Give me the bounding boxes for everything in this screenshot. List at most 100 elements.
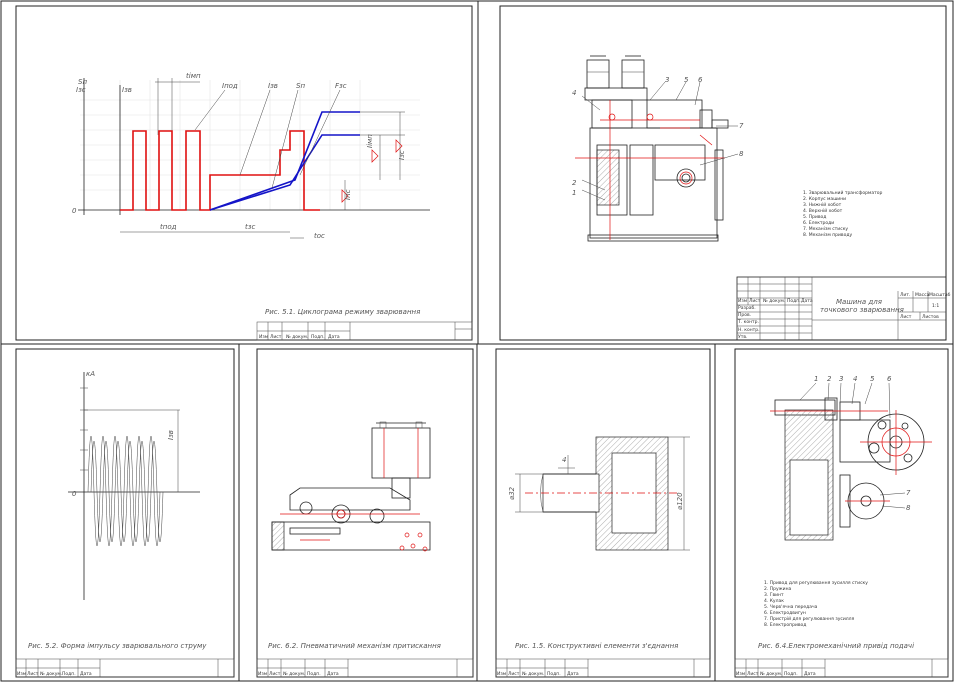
tb-sheets: Листов xyxy=(922,314,939,320)
label-dim-ps: Iпс xyxy=(344,189,352,200)
title-block: Изм Лист № докум. Подп. Дата Разраб. Про… xyxy=(736,276,951,341)
label-timp: tімп xyxy=(186,72,201,80)
label-origin: 0 xyxy=(72,207,77,215)
legend-item: 7. Механізм стиску xyxy=(803,226,848,232)
displacement-curve xyxy=(209,134,360,211)
dim-4: 4 xyxy=(562,456,566,464)
tb-title-2: точкового зварювання xyxy=(820,306,904,314)
pulse-form-diagram: кА 0 Iзв xyxy=(68,370,200,600)
label-sn-curve: Sп xyxy=(296,82,305,90)
drive-legend-item: 5. Черв'ячна передача xyxy=(764,604,818,610)
label-tos: tос xyxy=(314,232,325,240)
callout-6: 6 xyxy=(698,76,703,84)
drive-callout-3: 3 xyxy=(839,375,843,383)
label-izs: Iзс xyxy=(76,86,86,94)
caption-fig-5-1: Рис. 5.1. Циклограма режиму зварювання xyxy=(265,308,420,316)
stamp-col: Подп. xyxy=(307,671,321,677)
label-dim-imp: Iімп xyxy=(366,134,374,148)
pulse-oscillations xyxy=(87,436,164,546)
stamp-col: Дата xyxy=(804,671,816,677)
drive-legend-item: 6. Електродвигун xyxy=(764,610,806,616)
caption-fig-5-2: Рис. 5.2. Форма імпульсу зварювального с… xyxy=(28,642,207,650)
drive-callout-2: 2 xyxy=(827,375,832,383)
cyclogram-diagram: Sп Iзс Iзв 0 tімп Iпод Iзв Sп Fзс tпод t… xyxy=(72,72,430,240)
label-dim-zc: Iзс xyxy=(398,150,406,160)
stamp-col: Подп. xyxy=(784,671,798,677)
stamp-col: Лист xyxy=(747,671,759,677)
caption-fig-1-5: Рис. 1.5. Конструктивні елементи з'єднан… xyxy=(515,642,678,650)
drive-callout-7: 7 xyxy=(906,489,911,497)
electromechanical-drive-drawing: 1 2 3 4 5 6 7 8 xyxy=(770,375,932,541)
drive-legend-item: 1. Привод для регулювання зусилля стиску xyxy=(764,580,868,586)
tb-role: Пров. xyxy=(738,312,751,318)
tb-role: Н. контр. xyxy=(738,327,760,333)
stamp-col: Подп. xyxy=(62,671,76,677)
dim-d32: ⌀32 xyxy=(508,486,516,500)
tb-col: Лист xyxy=(749,298,761,304)
tb-scale-value: 1:1 xyxy=(932,303,939,309)
tb-lit: Лит. xyxy=(900,292,910,298)
tb-mass: Масса xyxy=(915,292,930,298)
drive-callout-5: 5 xyxy=(870,375,875,383)
pneumatic-clamp-drawing xyxy=(271,421,431,552)
label-fzs: Fзс xyxy=(335,82,347,90)
stamp-sheet-4: Изм Лист № докум. Подп. Дата xyxy=(256,658,474,678)
legend-item: 5. Привод xyxy=(803,214,826,220)
drive-callout-6: 6 xyxy=(887,375,892,383)
tb-col: Дата xyxy=(801,298,813,304)
machine-legend: 1. Зварювальний трансформатор 2. Корпус … xyxy=(803,189,882,238)
force-curve xyxy=(209,111,360,211)
stamp-col: № докум. xyxy=(760,671,782,677)
caption-fig-6-4: Рис. 6.4.Електромеханічний привід подачі xyxy=(758,642,914,650)
legend-item: 1. Зварювальний трансформатор xyxy=(803,189,882,196)
stamp-col: Изм xyxy=(258,671,267,677)
label-ipod: Iпод xyxy=(222,82,238,90)
stamp-sheet-3: Изм Лист № докум. Подп. Дата xyxy=(15,658,235,678)
stamp-col: № докум. xyxy=(283,671,305,677)
legend-item: 2. Корпус машини xyxy=(803,196,846,202)
pulse-origin: 0 xyxy=(72,490,77,498)
dim-d120: ⌀120 xyxy=(676,492,684,510)
tb-col: Подп. xyxy=(787,298,801,304)
drive-legend-item: 3. Гвинт xyxy=(764,592,784,598)
label-sn: Sп xyxy=(78,78,87,86)
drive-legend: 1. Привод для регулювання зусилля стиску… xyxy=(764,580,868,628)
pulse-dim: Iзв xyxy=(167,430,175,440)
callout-7: 7 xyxy=(739,122,744,130)
joint-elements-drawing: 4 ⌀32 ⌀120 xyxy=(508,436,690,551)
stamp-col: Лист xyxy=(270,334,282,340)
tb-scale: Масштаб xyxy=(929,292,951,298)
label-tpod: tпод xyxy=(160,223,177,231)
legend-item: 3. Нижнiй хобот xyxy=(803,201,842,208)
stamp-col: Дата xyxy=(80,671,92,677)
stamp-col: № докум. xyxy=(40,671,62,677)
stamp-sheet-6: Изм Лист № докум. Подп. Дата xyxy=(734,658,949,678)
label-tzs: tзс xyxy=(245,223,255,231)
callout-3: 3 xyxy=(665,76,669,84)
drive-legend-item: 4. Кулак xyxy=(764,598,784,604)
callout-5: 5 xyxy=(684,76,689,84)
stamp-sheet-1: Изм Лист № докум. Подп. Дата xyxy=(256,321,473,341)
callout-4: 4 xyxy=(572,89,576,97)
drive-legend-item: 7. Пристрій для регулювання зусилля xyxy=(764,615,855,622)
callout-2: 2 xyxy=(572,179,577,187)
tb-role: Утв. xyxy=(738,334,747,340)
caption-fig-6-2: Рис. 6.2. Пневматичний механізм притиска… xyxy=(268,642,441,650)
drive-callout-1: 1 xyxy=(814,375,818,383)
callout-1: 1 xyxy=(572,189,576,197)
tb-col: № докум. xyxy=(763,298,785,304)
tb-title-1: Машина для xyxy=(836,298,882,306)
legend-item: 4. Верхнiй хобот xyxy=(803,207,843,214)
legend-item: 8. Механiзм приводу xyxy=(803,232,852,238)
drive-callout-8: 8 xyxy=(906,504,911,512)
stamp-col: Лист xyxy=(269,671,281,677)
stamp-col: Изм xyxy=(17,671,26,677)
welding-machine-drawing: 4 2 1 3 5 6 7 8 xyxy=(572,55,744,242)
label-izv-axis: Iзв xyxy=(122,86,132,94)
stamp-col: Подп. xyxy=(311,334,325,340)
stamp-col: Изм xyxy=(497,671,506,677)
stamp-col: Дата xyxy=(327,671,339,677)
drive-legend-item: 2. Пружина xyxy=(764,586,792,592)
